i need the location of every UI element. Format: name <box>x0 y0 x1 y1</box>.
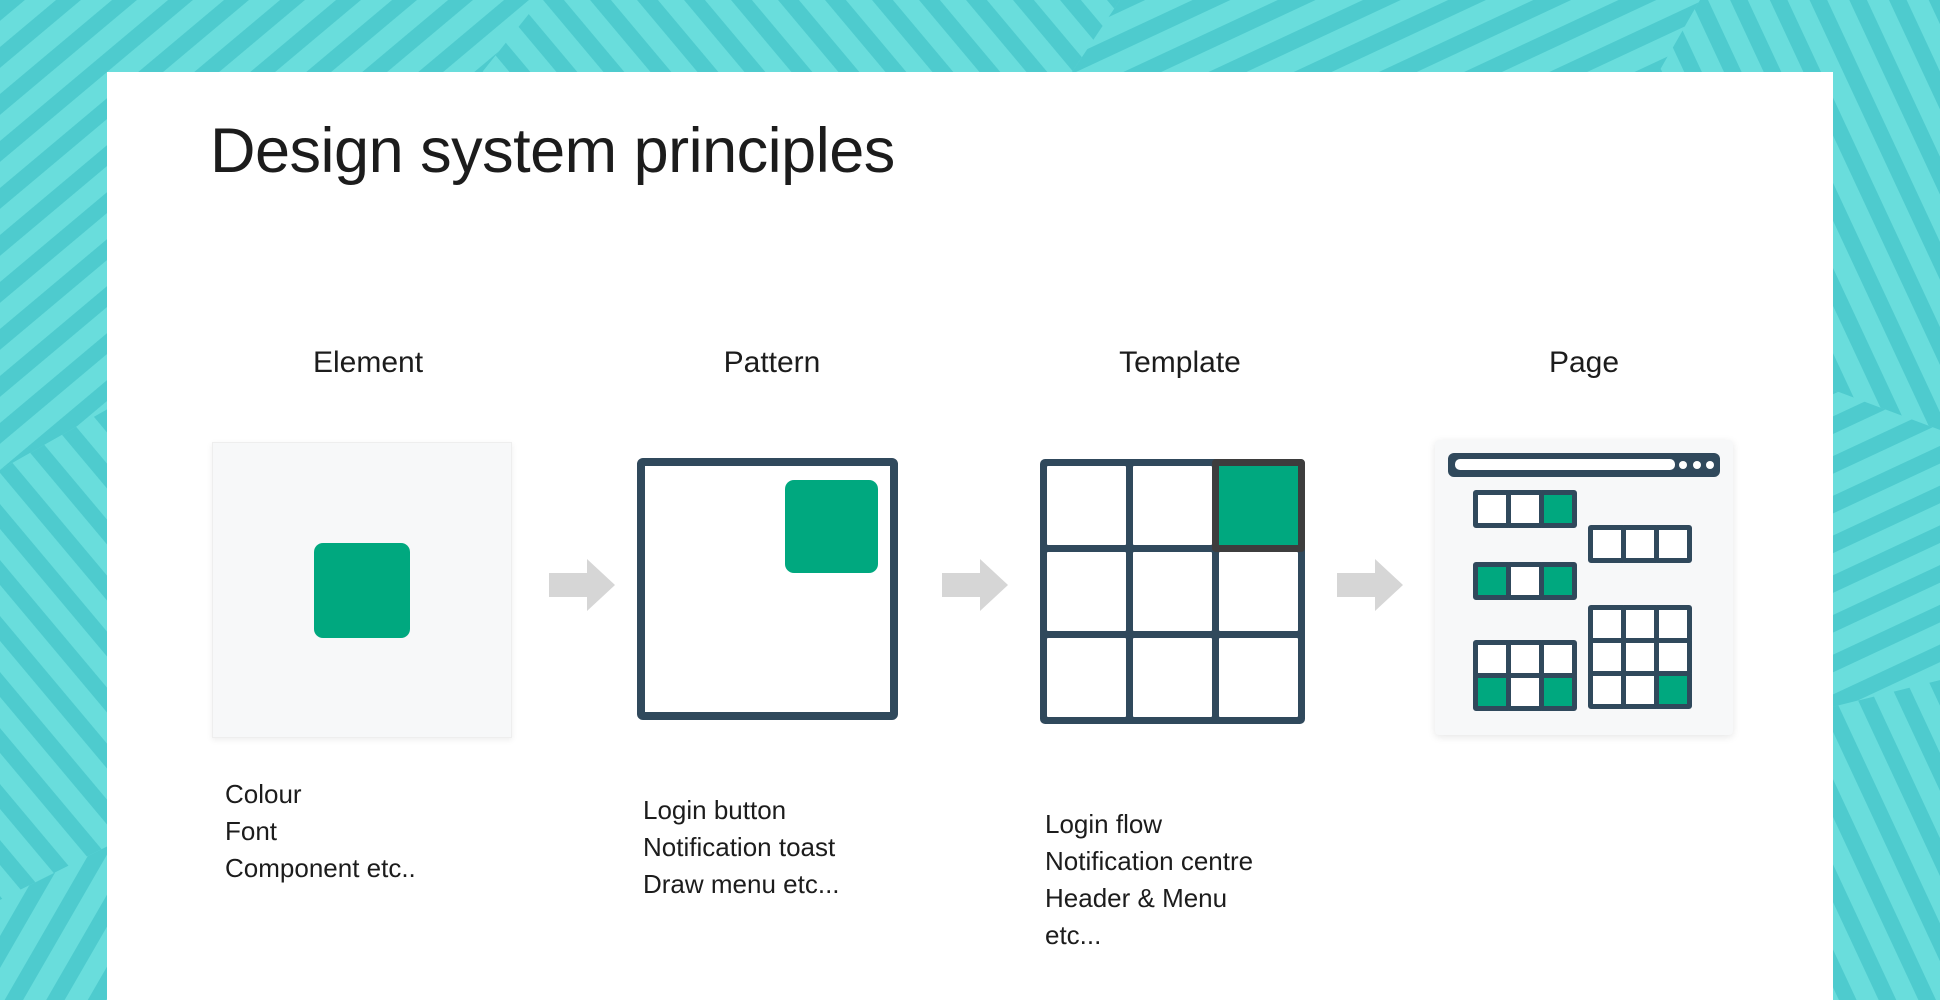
mockup-block <box>1473 640 1577 711</box>
template-cell <box>1219 638 1298 717</box>
column-notes-template: Login flow Notification centre Header & … <box>1045 806 1253 954</box>
template-cell <box>1047 638 1126 717</box>
note-line: Component etc.. <box>225 853 416 883</box>
note-line: Notification toast <box>643 832 836 862</box>
mockup-cell <box>1654 671 1692 709</box>
column-label-pattern: Pattern <box>723 346 821 379</box>
note-line: Login flow <box>1045 809 1163 839</box>
mockup-row <box>1473 673 1577 711</box>
mockup-row <box>1473 562 1577 600</box>
mockup-row <box>1473 640 1577 678</box>
template-cell <box>1219 552 1298 631</box>
page-mockup <box>1435 440 1733 735</box>
mockup-block <box>1588 605 1692 709</box>
template-cell <box>1047 552 1126 631</box>
mockup-block <box>1473 490 1577 528</box>
column-label-element: Element <box>312 346 424 379</box>
template-cell <box>1133 552 1212 631</box>
note-line: Colour <box>225 779 302 809</box>
note-line: etc... <box>1045 920 1102 950</box>
note-line: Notification centre <box>1045 846 1254 876</box>
mockup-block <box>1473 562 1577 600</box>
mockup-cell <box>1539 562 1577 600</box>
address-bar <box>1455 459 1675 470</box>
template-grid <box>1040 459 1305 724</box>
mockup-row <box>1588 671 1692 709</box>
element-swatch <box>212 442 512 738</box>
note-line: Header & Menu <box>1045 883 1228 913</box>
mockup-cell <box>1588 525 1626 563</box>
right-arrow-icon <box>1337 557 1405 613</box>
mockup-cell <box>1539 673 1577 711</box>
column-notes-element: Colour Font Component etc.. <box>225 776 416 887</box>
mockup-cell <box>1539 640 1577 678</box>
mockup-cell <box>1621 671 1659 709</box>
mockup-block <box>1588 525 1692 563</box>
mockup-cell <box>1506 673 1544 711</box>
mockup-cell <box>1654 525 1692 563</box>
pattern-box <box>637 458 898 720</box>
note-line: Draw menu etc... <box>643 869 840 899</box>
mockup-cell <box>1588 671 1626 709</box>
mockup-cell <box>1506 562 1544 600</box>
column-notes-pattern: Login button Notification toast Draw men… <box>643 792 840 903</box>
browser-bar <box>1448 453 1720 477</box>
window-button-icon <box>1693 461 1701 469</box>
template-cell <box>1133 466 1212 545</box>
note-line: Font <box>225 816 278 846</box>
right-arrow-icon <box>942 557 1010 613</box>
window-button-icon <box>1679 461 1687 469</box>
note-line: Login button <box>643 795 787 825</box>
green-square <box>314 542 410 638</box>
window-button-icon <box>1706 461 1714 469</box>
mockup-row <box>1588 525 1692 563</box>
mockup-row <box>1473 490 1577 528</box>
template-cell-highlighted <box>1212 459 1305 552</box>
mockup-cell <box>1539 490 1577 528</box>
right-arrow-icon <box>549 557 617 613</box>
page-title: Design system principles <box>210 116 895 186</box>
template-cell <box>1047 466 1126 545</box>
column-label-page: Page <box>1548 346 1620 379</box>
column-label-template: Template <box>1119 346 1241 379</box>
template-cell <box>1133 638 1212 717</box>
green-square <box>785 480 878 573</box>
mockup-cell <box>1506 490 1544 528</box>
